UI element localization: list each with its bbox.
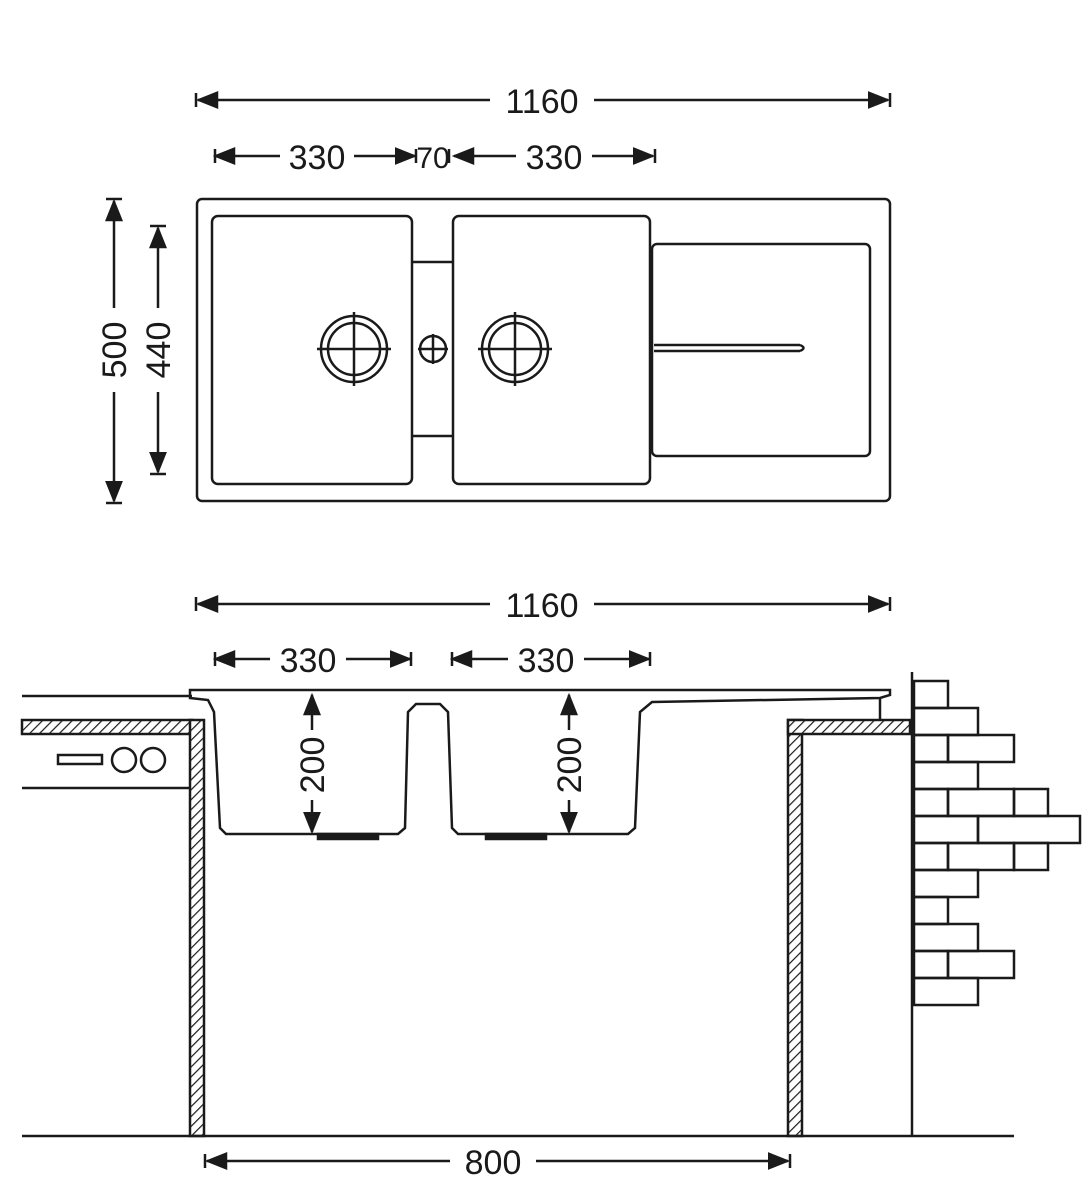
label-top-overall-depth: 500 xyxy=(96,322,134,379)
dim-top-overall-width xyxy=(194,91,892,109)
left-drain-icon xyxy=(317,312,391,386)
dim-side-overall-width xyxy=(194,595,892,613)
label-side-left-bowl-width: 330 xyxy=(280,642,337,680)
top-view-labels: 1160 330 70 330 500 440 xyxy=(96,83,582,378)
label-top-left-bowl-width: 330 xyxy=(289,139,346,177)
sink-outline xyxy=(195,197,892,503)
left-worktop xyxy=(20,694,194,790)
label-side-cabinet-width: 800 xyxy=(465,1144,522,1182)
label-top-overall-width: 1160 xyxy=(505,83,578,121)
top-view xyxy=(105,91,892,505)
knob-2-icon xyxy=(139,746,167,774)
brick-wall xyxy=(910,672,1082,1136)
dim-top-bowl-depth xyxy=(149,224,167,476)
label-top-bowl-gap: 70 xyxy=(416,142,449,175)
side-view-labels: 1160 330 330 200 200 800 xyxy=(280,587,589,1182)
right-drain-icon xyxy=(478,312,552,386)
overflow-icon xyxy=(418,334,448,364)
dim-side-bowl-widths xyxy=(212,650,652,668)
sink-profile xyxy=(188,688,892,836)
right-worktop xyxy=(786,718,912,736)
knob-1-icon xyxy=(110,746,138,774)
side-view xyxy=(20,595,1082,1170)
right-drain-outlet xyxy=(484,832,548,841)
drainboard-channel xyxy=(654,343,805,353)
label-top-bowl-depth: 440 xyxy=(140,322,178,379)
right-cabinet-wall xyxy=(786,718,804,1138)
dim-side-cabinet-width xyxy=(203,1152,792,1170)
left-cabinet-wall xyxy=(188,718,206,1138)
bowl-bridge xyxy=(412,260,453,438)
label-top-right-bowl-width: 330 xyxy=(526,139,583,177)
drawer-front xyxy=(56,746,167,774)
dim-top-overall-depth xyxy=(105,197,123,505)
left-bowl xyxy=(210,214,414,486)
label-side-left-bowl-depth: 200 xyxy=(294,737,332,794)
right-bowl xyxy=(451,214,652,486)
drawer-handle xyxy=(56,753,104,766)
label-side-right-bowl-depth: 200 xyxy=(551,737,589,794)
left-drain-outlet xyxy=(316,832,380,841)
label-side-overall-width: 1160 xyxy=(505,587,578,625)
drainboard xyxy=(650,242,872,458)
dim-top-bowl-widths xyxy=(212,147,657,165)
label-side-right-bowl-width: 330 xyxy=(518,642,575,680)
